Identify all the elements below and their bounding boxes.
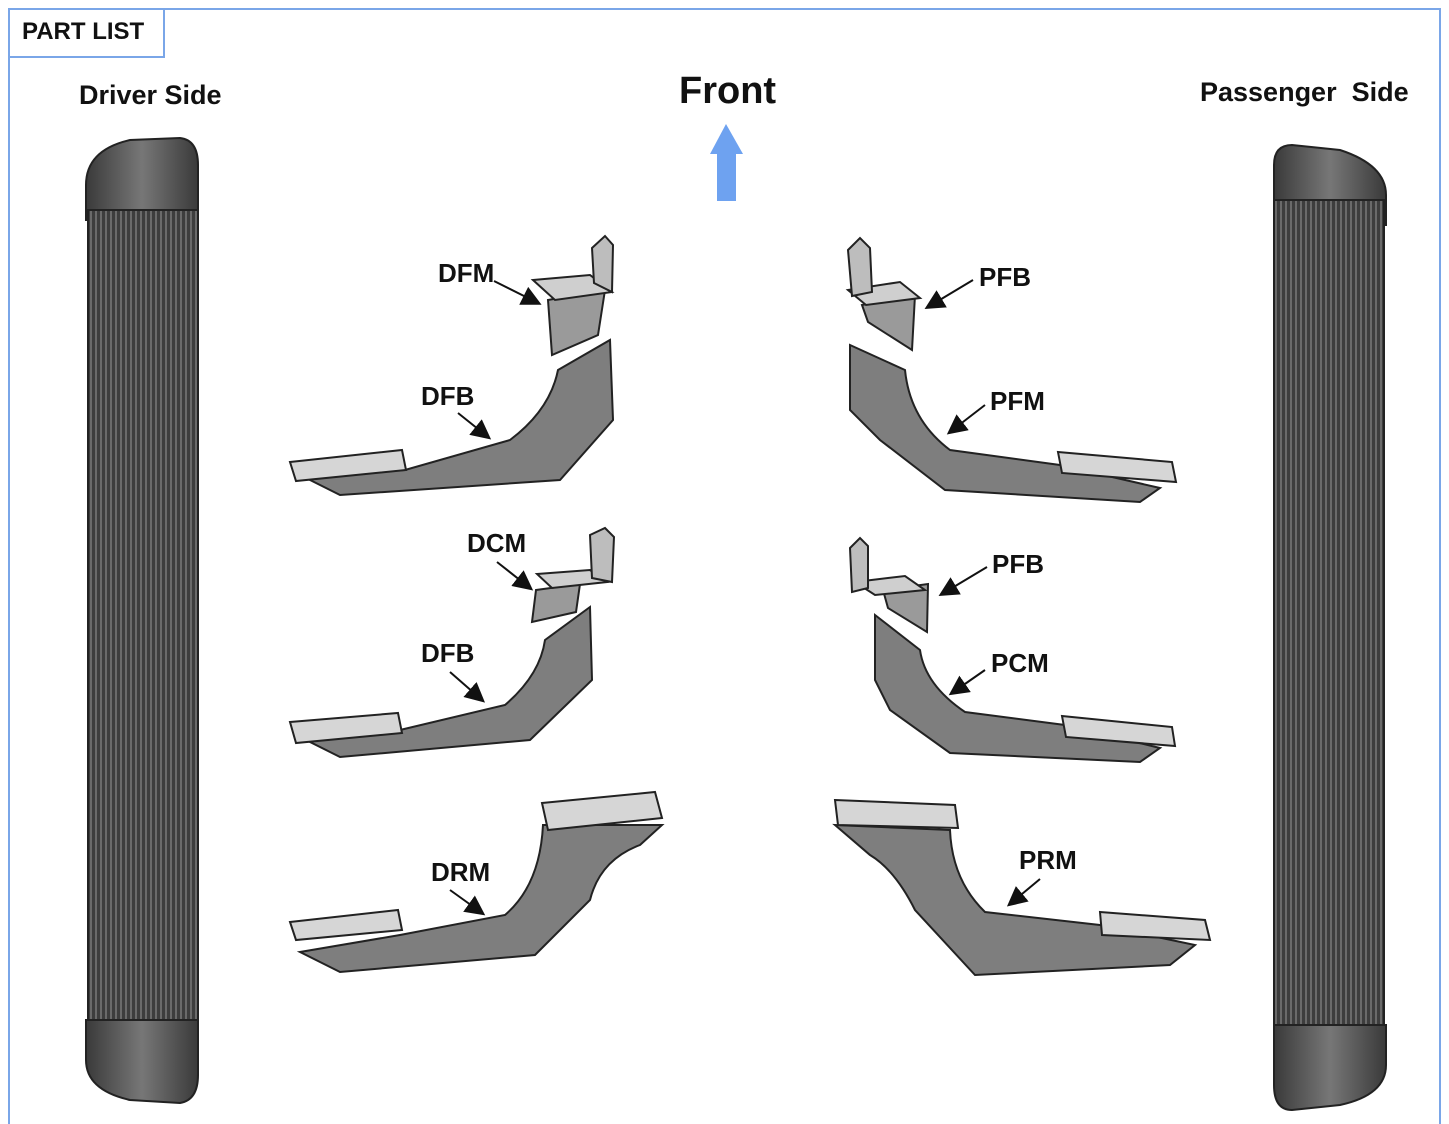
- pfb-bracket-2: [848, 536, 930, 634]
- front-arrow-icon: [710, 124, 743, 201]
- part-label-pfb-1: PFB: [979, 262, 1031, 292]
- part-label-dfb-1: DFB: [421, 381, 475, 411]
- dfb-bracket-2: [288, 605, 594, 759]
- part-label-pcm: PCM: [991, 648, 1049, 678]
- dcm-bracket: [530, 526, 616, 624]
- pfb-bracket-1: [845, 236, 923, 352]
- dfm-bracket: [530, 234, 615, 357]
- drm-bracket: [288, 790, 665, 974]
- dfb-bracket-1: [288, 338, 615, 497]
- part-label-drm: DRM: [431, 857, 491, 887]
- passenger-side-label: Passenger Side: [1200, 77, 1409, 107]
- part-label-dfb-2: DFB: [421, 638, 475, 668]
- part-label-pfm: PFM: [990, 386, 1045, 416]
- front-label: Front: [679, 70, 777, 112]
- passenger-running-board: [1273, 143, 1387, 1112]
- part-list-tab: PART LIST: [8, 8, 165, 58]
- leader-arrows: [449, 279, 1041, 916]
- part-label-pfb-2: PFB: [992, 549, 1044, 579]
- pfm-bracket: [849, 343, 1178, 504]
- pcm-bracket: [874, 612, 1177, 764]
- part-label-dfm: DFM: [438, 258, 495, 288]
- part-label-dcm: DCM: [467, 528, 527, 558]
- part-label-prm: PRM: [1019, 845, 1077, 875]
- driver-side-label: Driver Side: [79, 80, 222, 110]
- prm-bracket: [832, 798, 1212, 977]
- diagram-frame: [8, 8, 1441, 1124]
- driver-running-board: [85, 136, 199, 1105]
